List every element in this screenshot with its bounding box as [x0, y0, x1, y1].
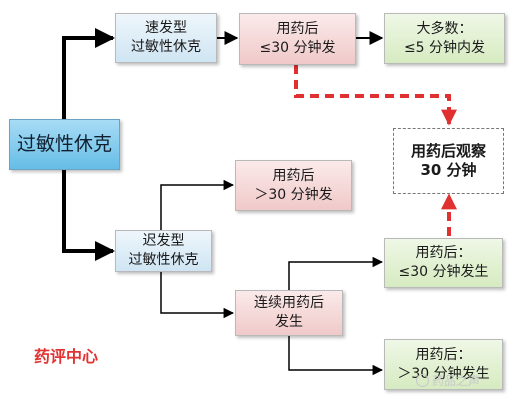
trunk-to-fast	[62, 28, 115, 119]
majority-line1: 大多数：	[416, 20, 473, 37]
watermark-text: 药品之声	[432, 374, 481, 388]
node-cont-within: 用药后： ≤30 分钟发生	[384, 238, 503, 288]
node-fast-type: 速发型 过敏性休克	[115, 13, 217, 63]
continuous-line2: 发生	[275, 314, 303, 330]
cont-after-line1: 用药后：	[415, 346, 472, 363]
trunk-to-slow	[62, 170, 115, 261]
slow-type-line1: 迟发型	[142, 233, 185, 249]
majority-line2: ≤5 分钟内发	[403, 39, 486, 56]
arrow-slow-to-continuous	[160, 272, 235, 319]
fast-onset-line2: ≤30 分钟发	[259, 40, 336, 56]
node-late-onset: 用药后 ＞30 分钟发	[235, 160, 352, 211]
node-anaphylactic-shock: 过敏性休克	[9, 119, 120, 170]
observe-line1: 用药后观察	[410, 142, 486, 160]
fast-type-line2: 过敏性休克	[131, 39, 201, 55]
observe-line2: 30 分钟	[420, 161, 477, 179]
node-continuous: 连续用药后 发生	[235, 290, 343, 336]
node-fast-onset: 用药后 ≤30 分钟发	[239, 13, 356, 65]
node-main-label: 过敏性休克	[16, 133, 112, 155]
node-cont-after: 用药后： ＞30 分钟发生	[384, 339, 503, 390]
node-majority: 大多数： ≤5 分钟内发	[384, 13, 505, 64]
brand-label: 药评中心	[34, 347, 99, 366]
cont-within-line2: ≤30 分钟发生	[398, 264, 489, 280]
continuous-line1: 连续用药后	[254, 295, 324, 311]
watermark-logo-icon	[416, 374, 429, 387]
fast-onset-line1: 用药后	[276, 21, 319, 37]
late-onset-line2: ＞30 分钟发	[254, 186, 333, 203]
slow-type-line2: 过敏性休克	[128, 252, 199, 268]
watermark: 药品之声	[416, 372, 480, 389]
arrow-continuous-to-within	[288, 256, 384, 290]
arrow-continuous-to-after	[288, 336, 384, 376]
arrow-slow-to-late	[160, 179, 235, 230]
late-onset-line1: 用药后	[272, 167, 315, 184]
red-arrow-to-observe-top	[294, 65, 457, 126]
cont-within-line1: 用药后：	[415, 245, 472, 261]
fast-type-line1: 速发型	[145, 20, 187, 36]
node-observe: 用药后观察 30 分钟	[393, 128, 504, 194]
node-slow-type: 迟发型 过敏性休克	[115, 230, 212, 272]
